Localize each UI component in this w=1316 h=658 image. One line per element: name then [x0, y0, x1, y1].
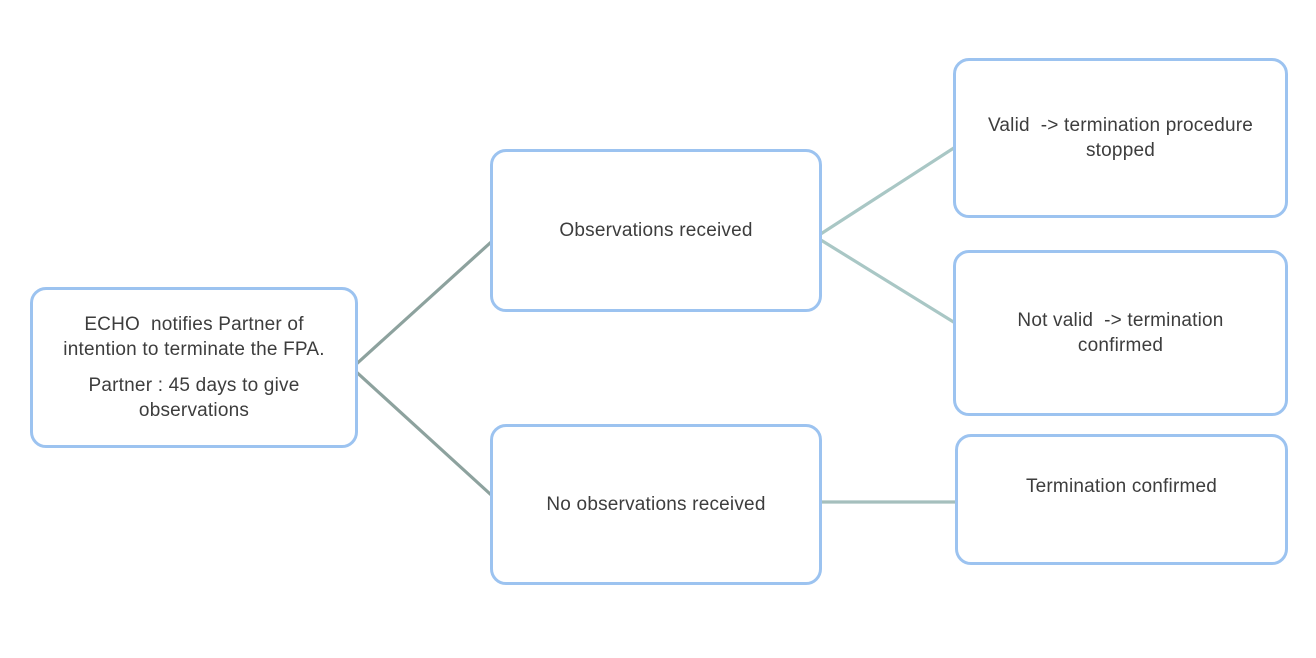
flow-node-root: ECHO notifies Partner of intention to te… [30, 287, 358, 448]
node-label: Not valid -> termination confirmed [1017, 309, 1224, 356]
node-label: Termination confirmed [1025, 475, 1218, 497]
flow-node-not-valid-termination-confirmed: Not valid -> termination confirmed [953, 250, 1288, 416]
node-label: Observations received [559, 219, 753, 241]
node-label: Valid -> termination procedure stopped [987, 114, 1254, 161]
flow-node-valid-termination-stopped: Valid -> termination procedure stopped [953, 58, 1288, 218]
connector-observations-to-not-valid [814, 235, 962, 328]
flow-node-no-observations: No observations received [490, 424, 822, 585]
root-paragraph-deadline: Partner : 45 days to give observations [88, 375, 300, 422]
connector-root-to-no-observations [350, 366, 502, 505]
flow-node-observations-received: Observations received [490, 149, 822, 312]
connector-root-to-observations-received [350, 232, 502, 370]
node-label: No observations received [546, 493, 766, 515]
connector-observations-to-valid [814, 142, 962, 239]
flow-node-termination-confirmed: Termination confirmed [955, 434, 1288, 565]
root-paragraph-notify: ECHO notifies Partner of intention to te… [63, 313, 325, 360]
